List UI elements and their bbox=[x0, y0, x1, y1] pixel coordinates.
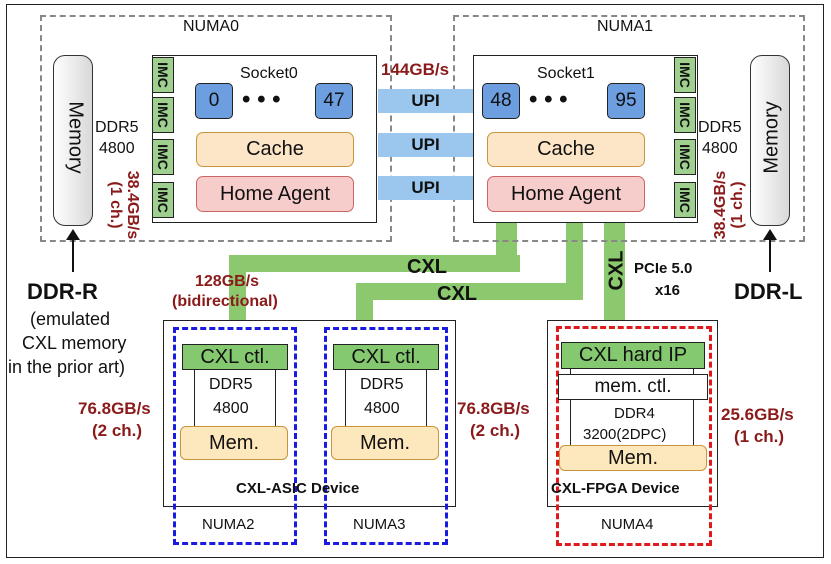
fpga-ddr-2: 3200(2DPC) bbox=[583, 426, 667, 443]
asic1-ddr-1: DDR5 bbox=[360, 376, 404, 393]
cxl-link-asic0-up bbox=[229, 255, 246, 320]
asic0-ddr-2: 4800 bbox=[213, 400, 249, 417]
numa2-region bbox=[173, 327, 297, 545]
upi-link-3: UPI bbox=[378, 176, 473, 200]
socket0-home-agent: Home Agent bbox=[196, 176, 354, 212]
cxl-bandwidth-note: (bidirectional) bbox=[172, 293, 278, 310]
cxl-link-bar-upper bbox=[229, 255, 520, 272]
cxl-label-vertical: CXL bbox=[605, 250, 628, 291]
socket0-imc-3: IMC bbox=[152, 139, 174, 175]
fpga-ch: (1 ch.) bbox=[734, 427, 785, 446]
ddr-r-title: DDR-R bbox=[27, 279, 98, 304]
ddr5-right-line1: DDR5 bbox=[698, 119, 742, 136]
socket1-imc-1: IMC bbox=[674, 57, 696, 93]
asic1-line bbox=[345, 368, 427, 427]
cxl-bandwidth: 128GB/s bbox=[195, 273, 260, 290]
asic1-cxl-ctl: CXL ctl. bbox=[333, 344, 439, 370]
cxl-label-lower: CXL bbox=[437, 283, 477, 305]
ddr5-left-line1: DDR5 bbox=[95, 119, 139, 136]
ddr-r-note-3: in the prior art) bbox=[8, 357, 126, 377]
socket1-core-first: 48 bbox=[482, 83, 520, 119]
upi-link-2: UPI bbox=[378, 133, 473, 157]
asic0-mem: Mem. bbox=[180, 426, 288, 460]
outer-frame bbox=[6, 4, 824, 558]
memory-left: Memory bbox=[53, 55, 93, 226]
numa0-label: NUMA0 bbox=[183, 18, 240, 35]
ddr5-left-line2: 4800 bbox=[99, 140, 135, 157]
cxl-link-fpga bbox=[604, 220, 625, 320]
asic1-mem: Mem. bbox=[331, 426, 439, 460]
socket0-imc-1: IMC bbox=[152, 57, 174, 93]
socket1-core-last: 95 bbox=[607, 83, 645, 119]
ddr5-right-line2: 4800 bbox=[702, 140, 738, 157]
cxl-link-asic1-up bbox=[356, 283, 373, 320]
socket1-label: Socket1 bbox=[537, 65, 595, 82]
fpga-line bbox=[570, 365, 694, 445]
numa4-region bbox=[556, 326, 712, 546]
socket0-imc-2: IMC bbox=[152, 97, 174, 133]
pcie-label: PCIe 5.0 bbox=[634, 260, 693, 277]
numa3-label: NUMA3 bbox=[353, 516, 406, 533]
ddr-l-title: DDR-L bbox=[734, 279, 803, 304]
socket1-cache: Cache bbox=[487, 132, 645, 167]
asic-left-bw: 76.8GB/s bbox=[78, 399, 151, 418]
socket0-imc-4: IMC bbox=[152, 182, 174, 218]
asic1-ddr-2: 4800 bbox=[364, 400, 400, 417]
socket0-cache: Cache bbox=[196, 132, 354, 167]
numa4-label: NUMA4 bbox=[601, 516, 654, 533]
socket0-core-dots: • • • bbox=[242, 86, 281, 113]
asic-right-ch: (2 ch.) bbox=[470, 421, 521, 440]
ddr-r-note-1: (emulated bbox=[30, 309, 111, 329]
cxl-label-upper: CXL bbox=[407, 256, 447, 278]
socket1-imc-3: IMC bbox=[674, 139, 696, 175]
fpga-ddr-1: DDR4 bbox=[614, 405, 655, 422]
fpga-cxl-hard-ip: CXL hard IP bbox=[561, 342, 705, 369]
fpga-bw: 25.6GB/s bbox=[721, 405, 794, 424]
fpga-mem-ctl: mem. ctl. bbox=[558, 374, 708, 400]
upi-bandwidth: 144GB/s bbox=[381, 60, 450, 79]
cxl-link-socket1-down-a bbox=[496, 220, 517, 272]
fpga-mem: Mem. bbox=[559, 445, 707, 471]
pcie-lanes: x16 bbox=[655, 282, 681, 299]
numa1-region bbox=[453, 15, 805, 242]
numa2-label: NUMA2 bbox=[202, 516, 255, 533]
asic0-ddr-1: DDR5 bbox=[209, 376, 253, 393]
socket0-label: Socket0 bbox=[240, 65, 298, 82]
memory-right: Memory bbox=[750, 55, 790, 226]
socket1-core-dots: • • • bbox=[529, 86, 568, 113]
numa1-label: NUMA1 bbox=[597, 18, 654, 35]
ddr-r-note-2: CXL memory bbox=[22, 333, 127, 353]
asic-right-bw: 76.8GB/s bbox=[457, 399, 530, 418]
cxl-link-bar-lower bbox=[356, 283, 582, 300]
asic-left-ch: (2 ch.) bbox=[92, 421, 143, 440]
upi-link-1: UPI bbox=[378, 89, 473, 113]
fpga-device-label: CXL-FPGA Device bbox=[551, 480, 680, 497]
asic0-line bbox=[194, 368, 276, 427]
socket0-core-last: 47 bbox=[315, 83, 353, 119]
asic0-cxl-ctl: CXL ctl. bbox=[182, 344, 288, 370]
numa0-region bbox=[40, 15, 392, 242]
socket1-imc-2: IMC bbox=[674, 97, 696, 133]
asic-device-label: CXL-ASIC Device bbox=[236, 480, 360, 497]
socket0-core-first: 0 bbox=[195, 83, 233, 119]
socket1-home-agent: Home Agent bbox=[487, 176, 645, 212]
numa3-region bbox=[324, 327, 448, 545]
socket1-imc-4: IMC bbox=[674, 182, 696, 218]
